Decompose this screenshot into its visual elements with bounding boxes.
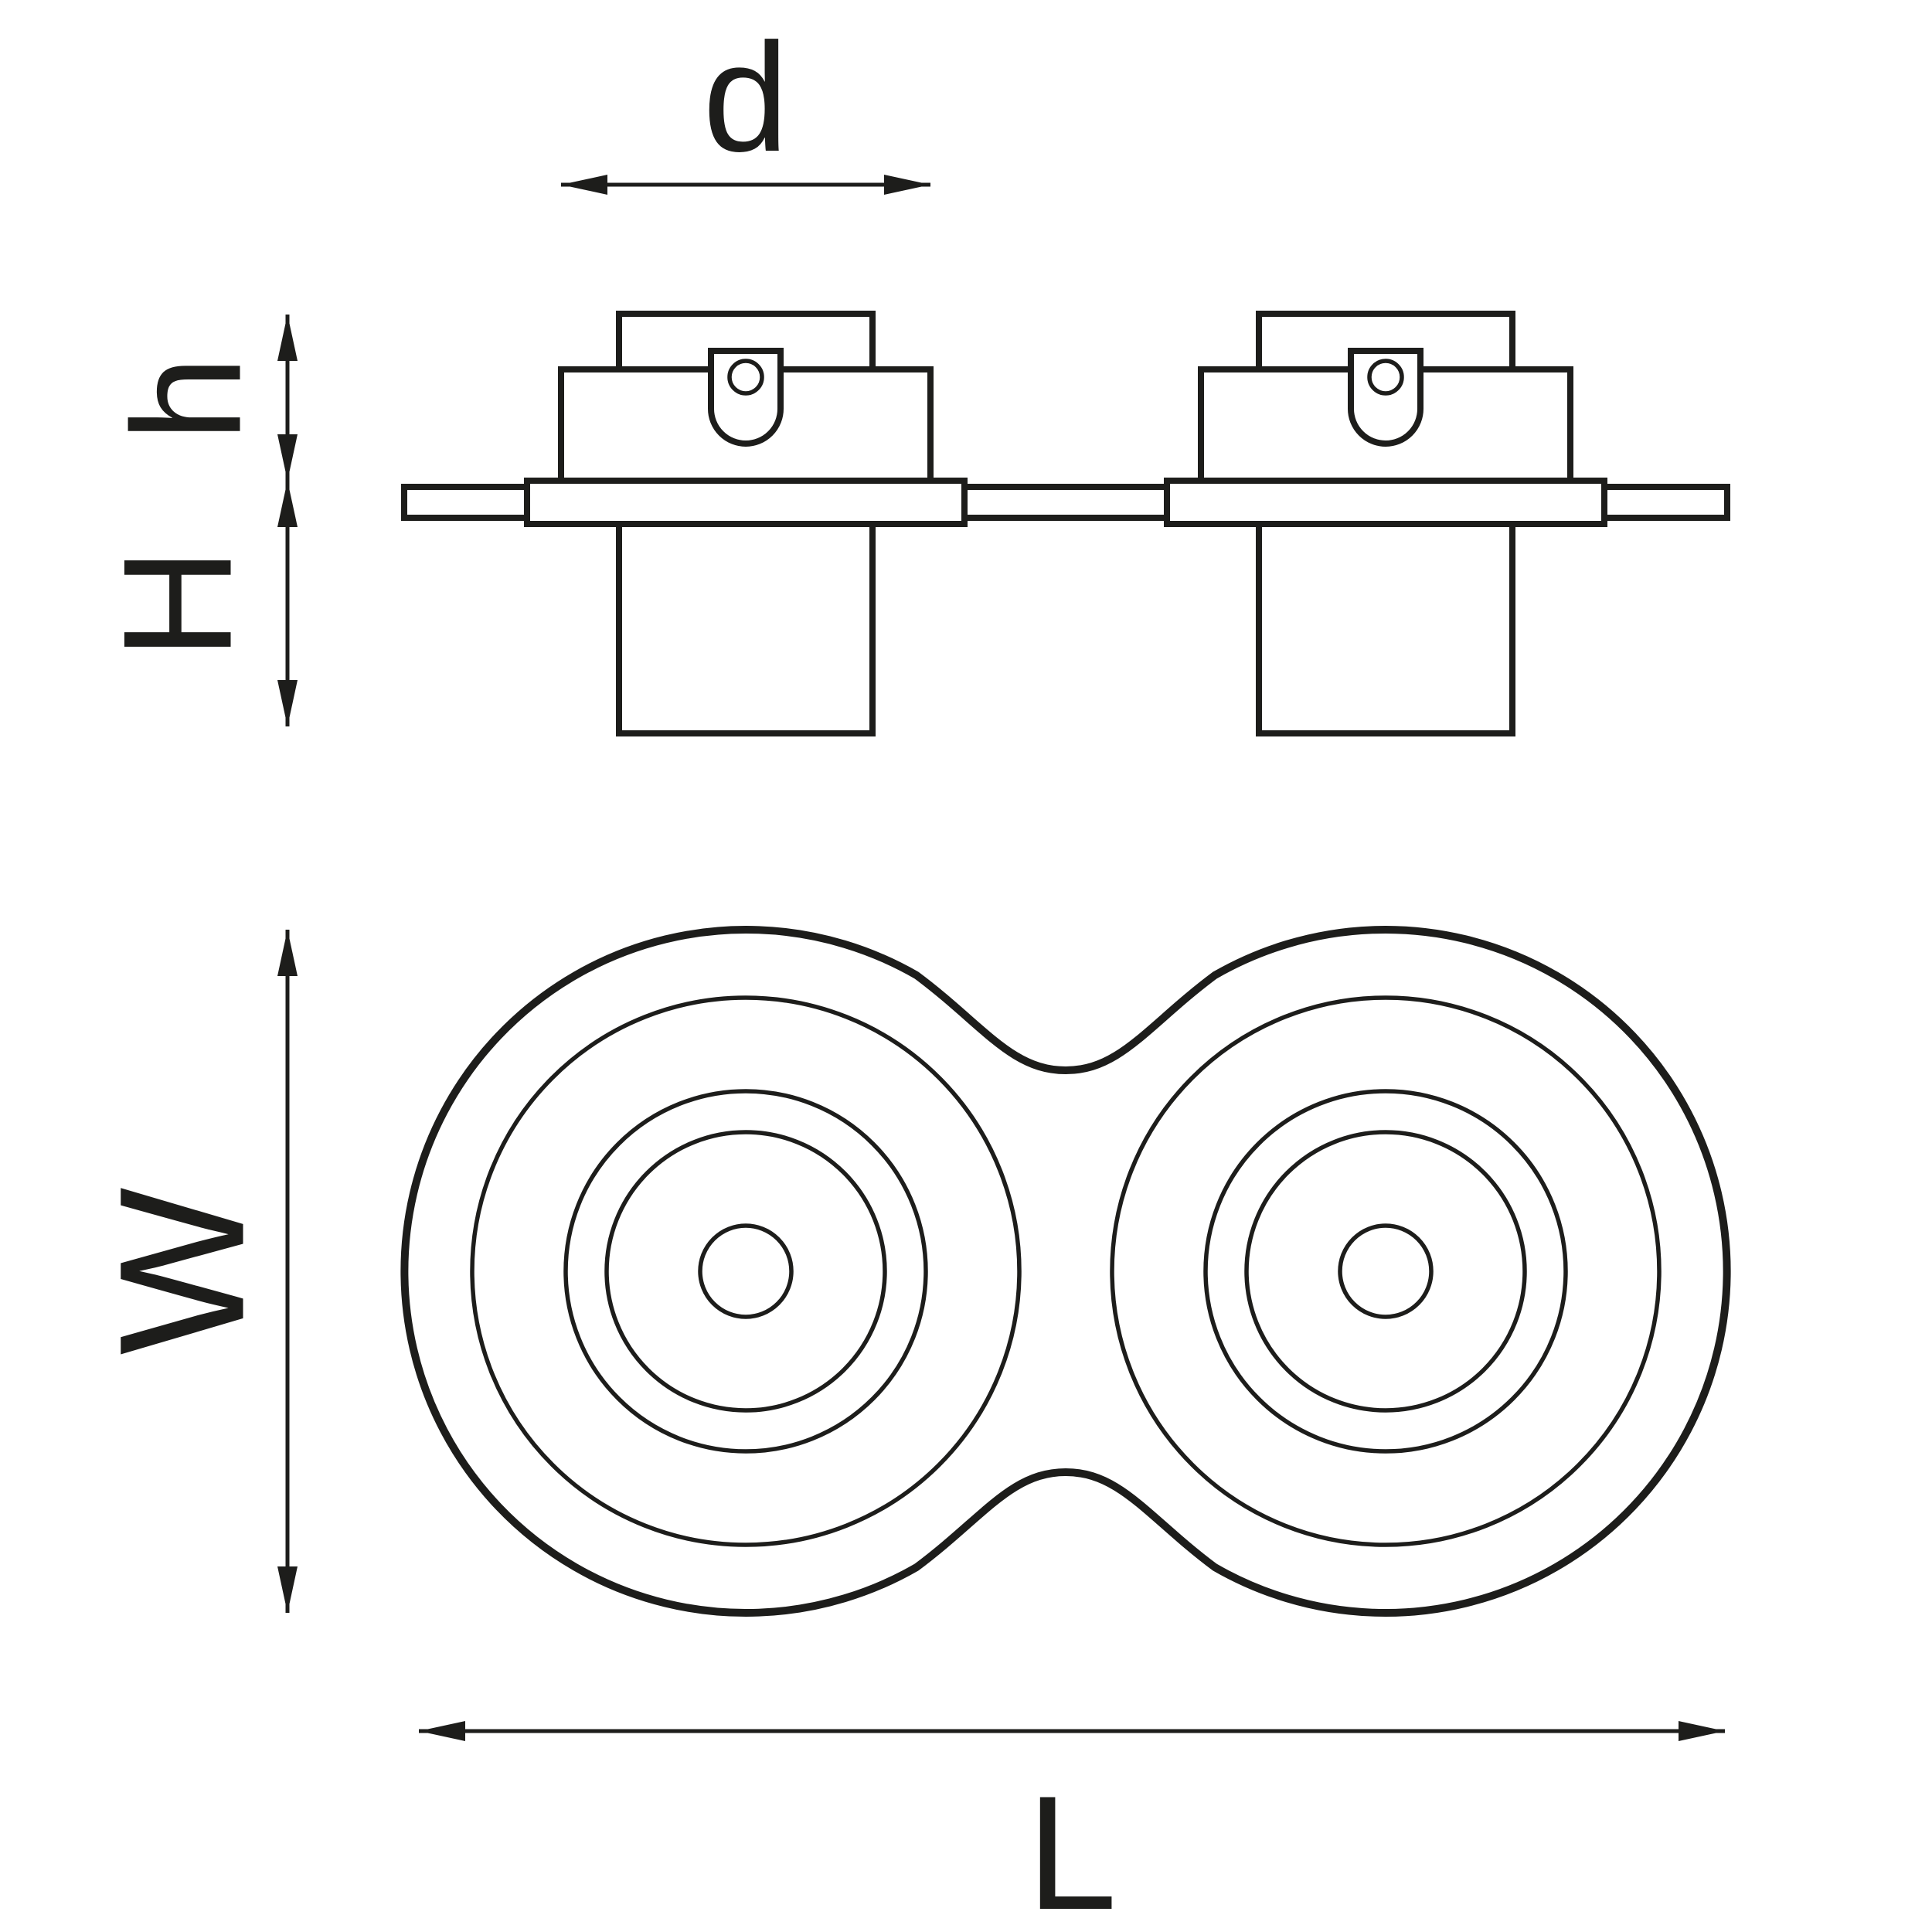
left-recessed-body (616, 521, 876, 736)
side-view (401, 311, 1730, 736)
left-spot-outer-ring (470, 995, 1022, 1547)
right-recessed-body (1256, 521, 1515, 736)
left-spot-inner-ring (604, 1130, 887, 1413)
right-spot-center-hole (1338, 1223, 1434, 1319)
right-spot-middle-ring (1203, 1089, 1568, 1454)
left-spot-center-hole (698, 1223, 794, 1319)
right-clip-screw-hole (1367, 359, 1404, 396)
dimension-d-label: d (702, 12, 788, 184)
dimension-L-label: L (1027, 1762, 1117, 1932)
right-spot-inner-ring (1244, 1130, 1527, 1413)
dimension-H: H (92, 481, 298, 726)
dimension-W-label: W (83, 1187, 281, 1355)
right-mounting-clip (1348, 348, 1423, 447)
right-spot-outer-ring (1110, 995, 1662, 1547)
dimension-h-label: h (101, 355, 274, 441)
dimension-W: W (83, 930, 298, 1613)
left-spot-middle-ring (563, 1089, 928, 1454)
dimension-H-label: H (92, 548, 264, 659)
left-clip-screw-hole (727, 359, 764, 396)
top-view (400, 926, 1731, 1617)
dimension-d: d (561, 12, 930, 195)
dimension-h: h (101, 315, 298, 481)
trim-plate-left-section (524, 478, 968, 527)
dimension-L: L (419, 1721, 1725, 1932)
left-mounting-clip (708, 348, 784, 447)
faceplate-outline (400, 926, 1731, 1617)
trim-plate-right-section (1164, 478, 1607, 527)
